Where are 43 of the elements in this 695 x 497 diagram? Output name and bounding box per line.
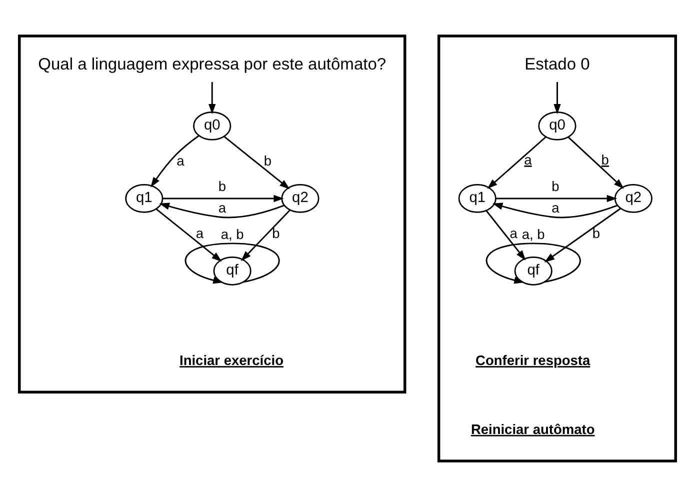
edge-label: b xyxy=(218,179,226,194)
arrow xyxy=(208,82,216,114)
label: Iniciar exercício xyxy=(180,353,284,368)
arrow xyxy=(159,202,284,218)
label: Reiniciar autômato xyxy=(470,422,595,437)
arrow xyxy=(492,202,618,218)
node-ellipse: q0 xyxy=(193,112,232,140)
node-ellipse: q0 xyxy=(538,112,576,140)
edge-label: b xyxy=(264,153,272,168)
edge-label: a xyxy=(176,153,184,168)
arrow xyxy=(184,242,280,284)
arrow xyxy=(486,210,526,260)
edge-label: a xyxy=(524,152,532,168)
arrow xyxy=(496,194,618,202)
arrow xyxy=(240,210,290,262)
edge-label: a xyxy=(196,226,204,241)
arrow xyxy=(486,242,581,284)
node-ellipse: q2 xyxy=(614,184,652,213)
edge-label: a xyxy=(510,226,518,241)
node-text: Qual a linguagem expressa por este autômato? xyxy=(38,54,386,74)
arrow xyxy=(568,136,624,189)
arrow xyxy=(150,135,200,188)
arrow xyxy=(544,208,621,262)
arrow xyxy=(162,194,284,202)
node-text: Estado 0 xyxy=(524,54,590,74)
node-ellipse: q2 xyxy=(281,184,320,213)
edge-label: a xyxy=(218,200,226,216)
label: Conferir resposta xyxy=(476,353,590,368)
node-ellipse: q1 xyxy=(458,184,496,213)
edge-label: b xyxy=(601,152,609,168)
node-ellipse: q1 xyxy=(125,184,164,213)
edge-label: b xyxy=(552,179,560,194)
arrow xyxy=(156,208,222,262)
edge-label: a xyxy=(552,200,560,216)
edge-label: b xyxy=(272,226,280,241)
cluster xyxy=(18,34,406,394)
edge-label: a, b xyxy=(522,226,545,242)
arrow xyxy=(487,136,546,189)
arrow xyxy=(554,82,561,114)
arrow xyxy=(224,136,290,190)
edge-label: a, b xyxy=(220,226,244,242)
edge-label: b xyxy=(592,226,600,241)
cluster xyxy=(437,34,678,462)
